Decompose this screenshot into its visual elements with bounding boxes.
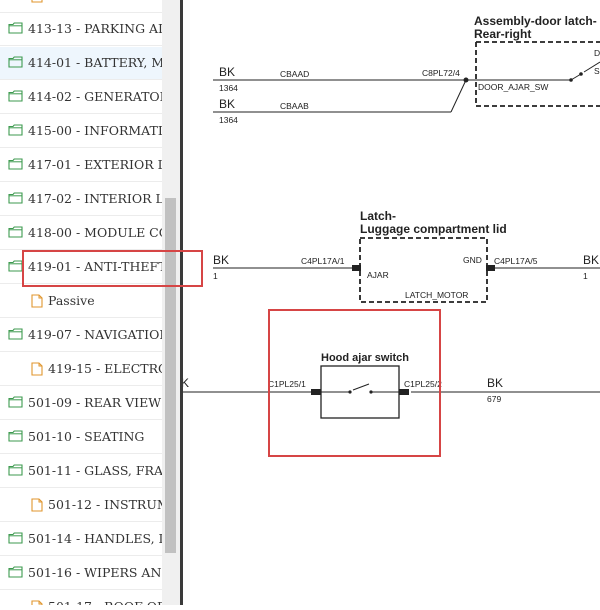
file-icon [31,0,43,6]
hood-left-color: K [183,376,189,390]
hood-right-connector: C1PL25/2 [404,379,442,389]
tree-item-label: 501-12 - INSTRUMENT PANEL [48,497,162,512]
luggage-gnd: GND [463,255,482,265]
folder-icon [8,260,23,275]
tree-item[interactable]: 415-00 - INFORMATION AND ENTERTAINMENT [0,115,162,148]
luggage-title-2: Luggage compartment lid [360,222,507,236]
folder-icon [8,396,23,411]
folder-icon [8,226,23,241]
folder-icon [8,532,23,547]
tree-item-label: 501-14 - HANDLES, LOCKS [28,531,162,546]
luggage-pin-ajar: AJAR [367,270,389,280]
tree-item[interactable]: 501-16 - WIPERS AND WASHERS [0,557,162,590]
door-latch-title-1: Assembly-door latch- [474,14,597,28]
wire1-circuit: CBAAD [280,69,309,79]
tree-item[interactable]: 419-15 - ELECTRONIC [0,353,162,386]
tree-item-label: 501-16 - WIPERS AND WASHERS [28,565,162,580]
luggage-left-color: BK [213,253,229,267]
wire1-color: BK [219,65,235,79]
luggage-left-connector: C4PL17A/1 [301,256,345,266]
tree-item-label: 417-02 - INTERIOR LIGHTING [28,191,162,206]
tree-item[interactable]: Passive [0,285,162,318]
folder-icon [8,90,23,105]
luggage-right-connector: C4PL17A/5 [494,256,538,266]
wire2-circuit: CBAAB [280,101,309,111]
tree-item-label: 415-00 - INFORMATION AND ENTERTAINMENT [28,123,162,138]
tree-item-label: 417-01 - EXTERIOR LIGHTING [28,157,162,172]
tree-item[interactable]: 501-14 - HANDLES, LOCKS [0,523,162,556]
tree-item[interactable]: 418-00 - MODULE COMMUNICATIONS NETWORK [0,217,162,250]
folder-icon [8,56,23,71]
scrollbar-thumb[interactable] [165,198,176,553]
hood-right-color: BK [487,376,503,390]
door-latch-title-2: Rear-right [474,27,531,41]
hood-right-num: 679 [487,394,501,404]
luggage-left-num: 1 [213,271,218,281]
tree-item-label: 418-00 - MODULE COMMUNICATIONS NETWORK [28,225,162,240]
tree-item-label: 501-09 - REAR VIEW MIRRORS [28,395,162,410]
tree-item-partial-top[interactable]: 413-06 - INSTRUMENT [0,0,162,13]
tree-item[interactable]: 501-12 - INSTRUMENT PANEL [0,489,162,522]
sidebar-tree: 413-06 - INSTRUMENT 413-13 - PARKING AID 4… [0,0,180,605]
file-icon [31,600,43,605]
file-icon [31,362,43,379]
tree-item[interactable]: 419-07 - NAVIGATION SYSTEM [0,319,162,352]
tree-item-label: 419-01 - ANTI-THEFT SECURITY [28,259,162,274]
folder-icon [8,430,23,445]
tree-item-label: 419-15 - ELECTRONIC [48,361,162,376]
hood-left-connector: C1PL25/1 [268,379,306,389]
door-edge-d: D [594,48,600,58]
tree-item[interactable]: 501-11 - GLASS, FRAMES AND MECHANISMS [0,455,162,488]
file-icon [31,294,43,311]
tree-item-label: 413-06 - INSTRUMENT [48,0,162,3]
luggage-right-num: 1 [583,271,588,281]
tree-item-label: Passive [48,293,95,308]
tree-item[interactable]: 414-02 - GENERATOR AND REGULATOR [0,81,162,114]
tree-item-label: 501-10 - SEATING [28,429,145,444]
tree-item[interactable]: 414-01 - BATTERY, MOUNTING AND CABLES [0,47,162,80]
tree-item-label: 501-11 - GLASS, FRAMES AND MECHANISMS [28,463,162,478]
wiring-diagram: Assembly-door latch- Rear-right BK 1364 … [181,0,600,605]
folder-icon [8,192,23,207]
wire1-num: 1364 [219,83,238,93]
folder-icon [8,158,23,173]
tree-item[interactable]: 419-01 - ANTI-THEFT SECURITY [0,251,162,284]
tree-item-label: 419-07 - NAVIGATION SYSTEM [28,327,162,342]
tree-item-partial-bottom[interactable]: 501-17 - ROOF OPENING [0,591,162,605]
folder-icon [8,328,23,343]
file-icon [31,498,43,515]
tree-item-label: 501-17 - ROOF OPENING [48,599,162,605]
pane-divider[interactable] [180,0,183,605]
tree-item[interactable]: 417-01 - EXTERIOR LIGHTING [0,149,162,182]
hood-switch-title: Hood ajar switch [321,352,409,364]
luggage-title-1: Latch- [360,209,396,223]
folder-icon [8,566,23,581]
tree-item[interactable]: 417-02 - INTERIOR LIGHTING [0,183,162,216]
tree-item[interactable]: 501-10 - SEATING [0,421,162,454]
folder-icon [8,464,23,479]
tree-item[interactable]: 501-09 - REAR VIEW MIRRORS [0,387,162,420]
door-pin-label: DOOR_AJAR_SW [478,82,548,92]
wire2-num: 1364 [219,115,238,125]
folder-icon [8,124,23,139]
folder-icon [8,22,23,37]
door-connector: C8PL72/4 [422,68,460,78]
door-latch-box [475,41,600,107]
luggage-motor-label: LATCH_MOTOR [405,290,468,300]
luggage-right-color: BK [583,253,599,267]
door-edge-s: S [594,66,600,76]
tree-item[interactable]: 413-13 - PARKING AID [0,13,162,46]
tree-item-label: 413-13 - PARKING AID [28,21,162,36]
tree-item-label: 414-02 - GENERATOR AND REGULATOR [28,89,162,104]
wire2-color: BK [219,97,235,111]
tree-item-label: 414-01 - BATTERY, MOUNTING AND CABLES [28,55,162,70]
